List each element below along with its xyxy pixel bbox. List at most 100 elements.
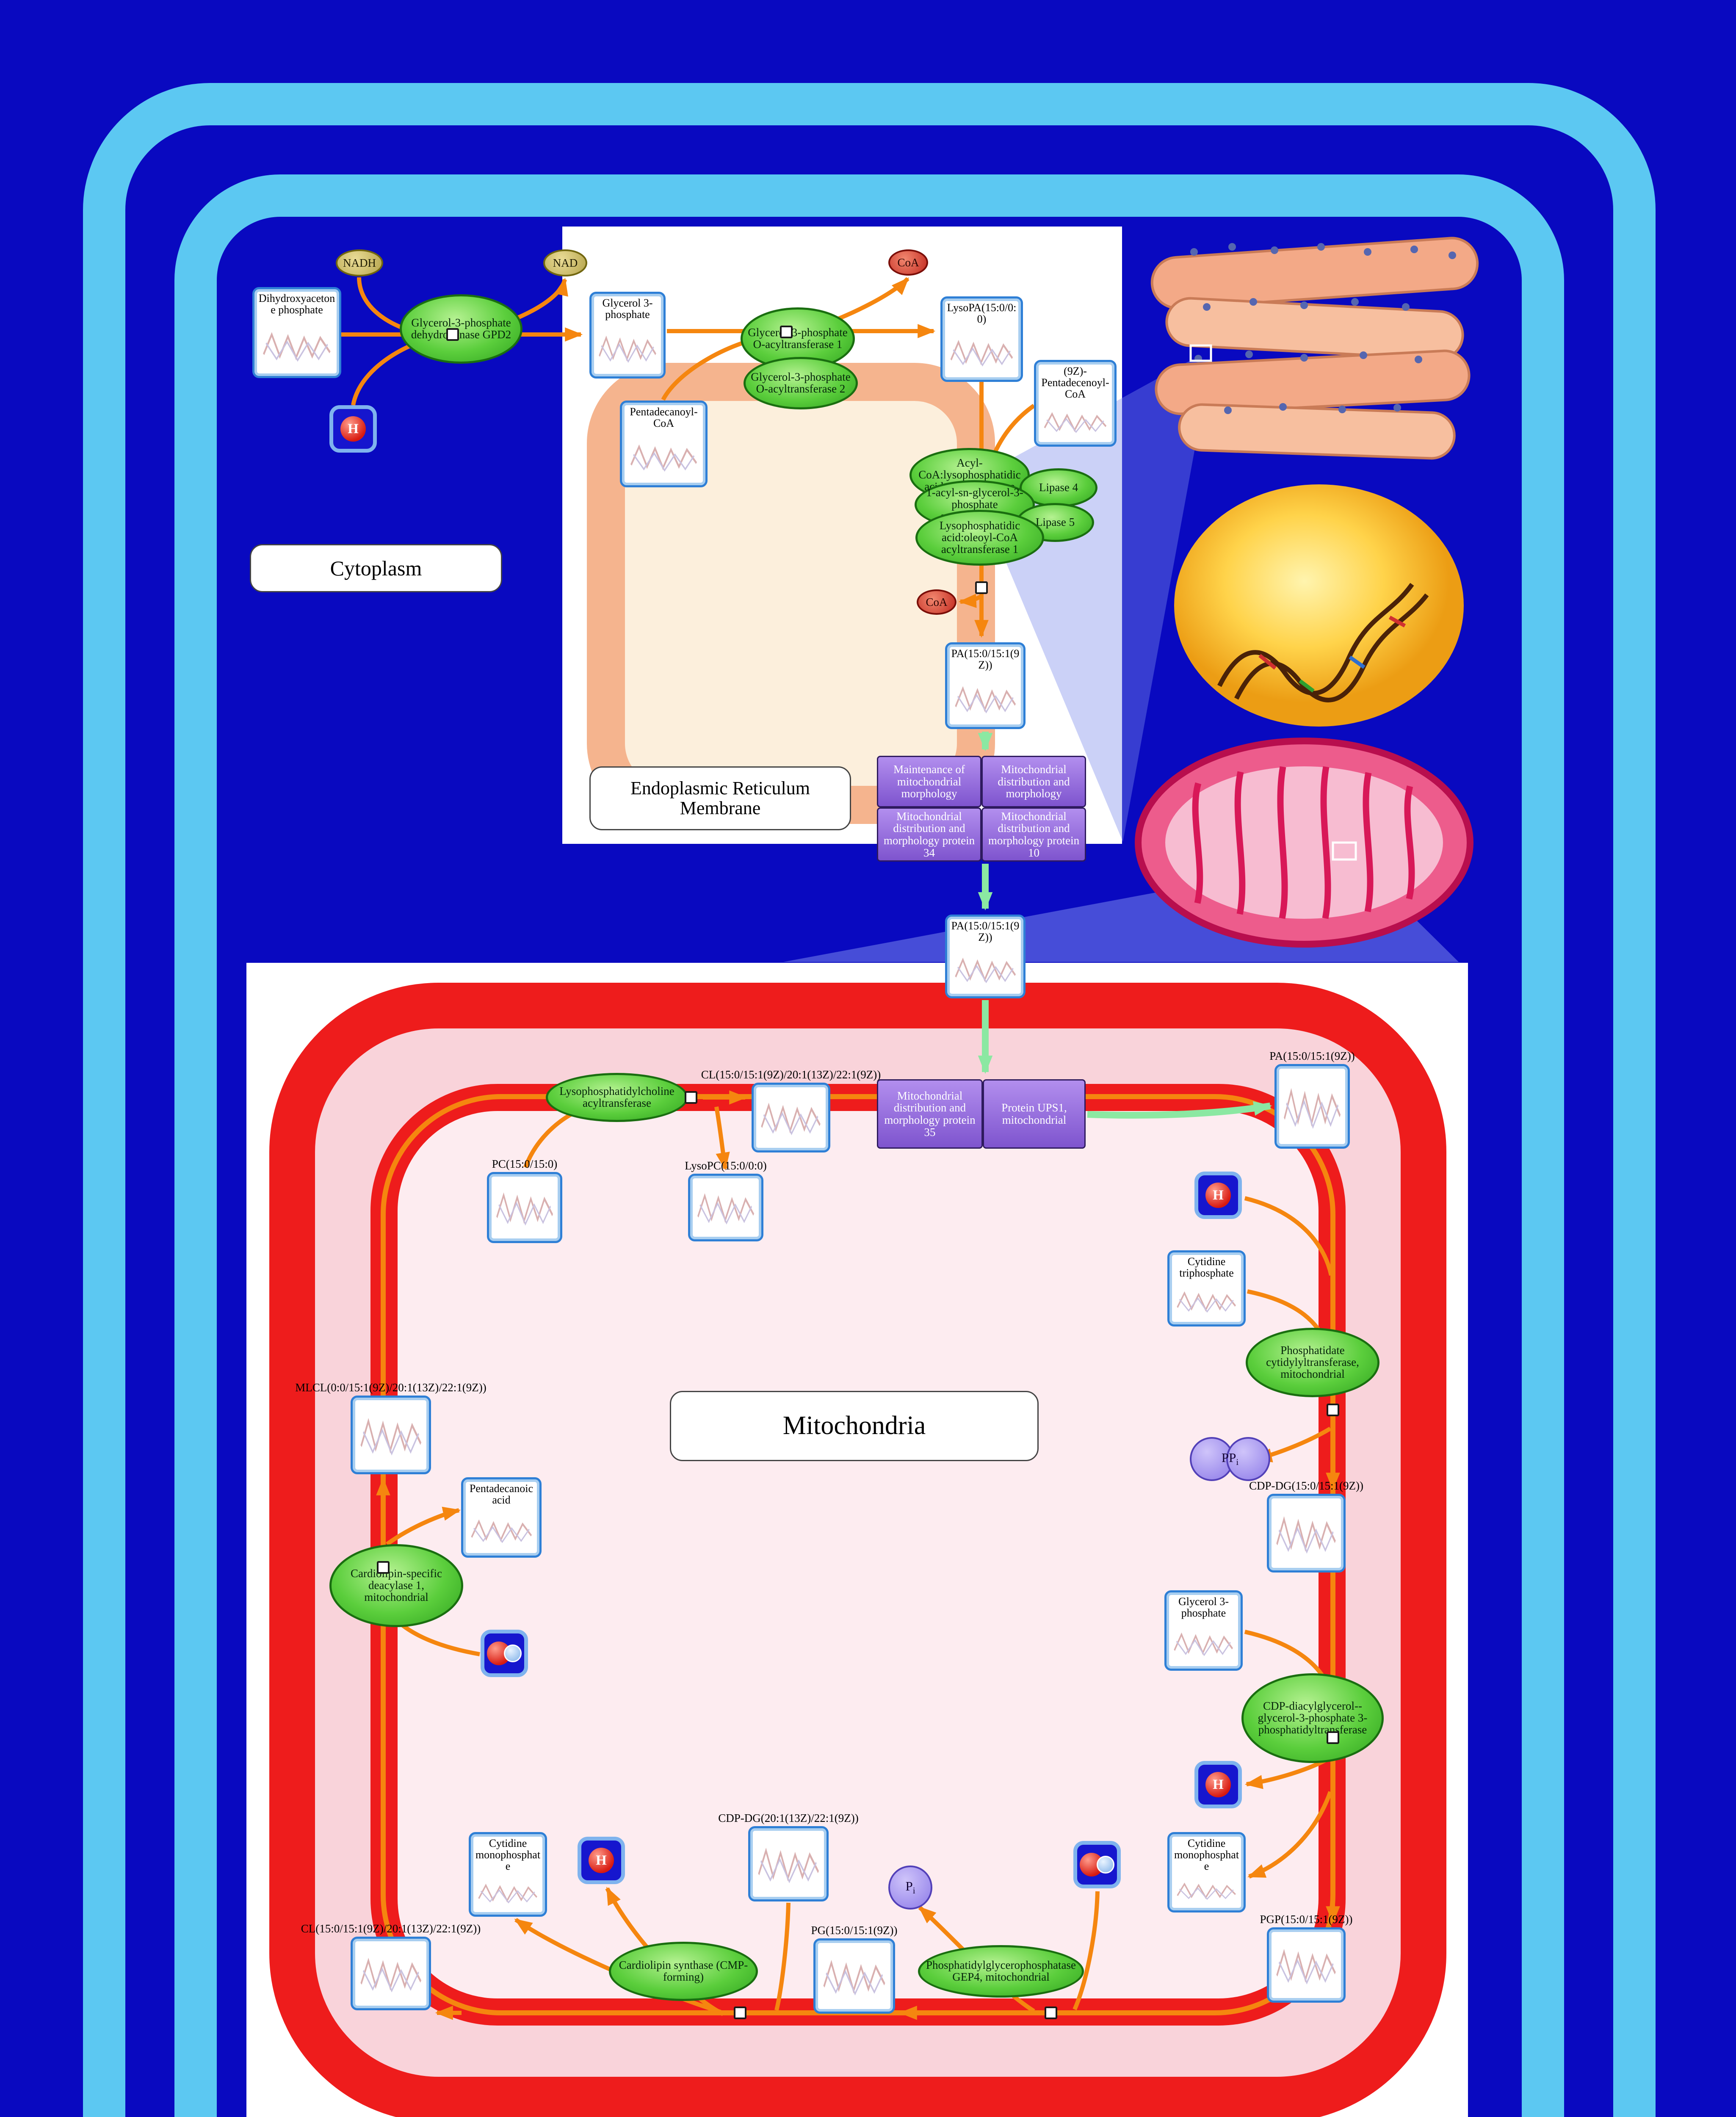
metabolite-pgp[interactable]: PGP(15:0/15:1(9Z)): [1260, 1913, 1353, 2003]
reaction-node[interactable]: [1327, 1731, 1339, 1744]
phosphate-sub: i: [1236, 1457, 1239, 1468]
reaction-node[interactable]: [685, 1091, 697, 1104]
molecule-structure: [360, 1957, 421, 1993]
complex-mdm35[interactable]: Mitochondrial distribution and morpholog…: [877, 1079, 983, 1149]
metabolite-lysopc[interactable]: LysoPC(15:0/0:0): [685, 1159, 767, 1241]
metabolite-cdp-dg-1[interactable]: CDP-DG(15:0/15:1(9Z)): [1249, 1479, 1363, 1573]
molecule-structure: [496, 1192, 553, 1226]
complex-mmm1[interactable]: Maintenance of mitochondrial morphology: [877, 756, 981, 807]
reaction-node[interactable]: [734, 2006, 746, 2019]
phosphate-circle: [888, 1866, 932, 1910]
cofactor-coa-2[interactable]: CoA: [917, 589, 956, 615]
phosphate-text: PP: [1221, 1450, 1236, 1465]
complex-ups1[interactable]: Protein UPS1, mitochondrial: [983, 1079, 1086, 1149]
metabolite-pentadecanoic-acid[interactable]: Pentadecanoic acid: [461, 1477, 542, 1558]
enzyme-gpat2[interactable]: Glycerol-3-phosphate O-acyltransferase 2: [744, 357, 858, 409]
reaction-node[interactable]: [377, 1561, 390, 1574]
enzyme-label-gep4: Phosphatidylglycerophosphatase GEP4, mit…: [926, 1959, 1076, 1983]
enzyme-tamm41[interactable]: Phosphatidate cytidylyltransferase, mito…: [1246, 1328, 1379, 1397]
metabolite-ctp[interactable]: Cytidine triphosphate: [1167, 1250, 1246, 1327]
metabolite-pa-er[interactable]: PA(15:0/15:1(9Z)): [945, 642, 1026, 729]
metabolite-cdp-dg-2[interactable]: CDP-DG(20:1(13Z)/22:1(9Z)): [718, 1812, 859, 1901]
metabolite-lysopa[interactable]: LysoPA(15:0/0:0): [940, 296, 1023, 382]
cell-membrane-outer: [83, 83, 1656, 2117]
cofactor-nad[interactable]: NAD: [543, 249, 587, 276]
cell-membrane-inner: [174, 174, 1564, 2117]
molecule-structure: [1177, 1882, 1236, 1900]
enzyme-cls[interactable]: Cardiolipin synthase (CMP-forming): [609, 1942, 758, 2001]
metabolite-cl-bottom[interactable]: CL(15:0/15:1(9Z)/20:1(13Z)/22:1(9Z)): [301, 1922, 481, 2010]
enzyme-cld1[interactable]: Cardiolipin-specific deacylase 1, mitoch…: [329, 1544, 463, 1627]
metabolite-g3p-cytosol[interactable]: Glycerol 3-phosphate: [589, 292, 666, 379]
enzyme-label-pgs1: CDP-diacylglycerol--glycerol-3-phosphate…: [1258, 1700, 1368, 1736]
metabolite-pa-matrix[interactable]: PA(15:0/15:1(9Z)): [1269, 1050, 1355, 1149]
proton-symbol: H: [348, 421, 359, 437]
phosphate-circle: [1226, 1437, 1270, 1481]
complex-mdm12[interactable]: Mitochondrial distribution and morpholog…: [981, 756, 1086, 807]
reaction-node[interactable]: [780, 326, 793, 338]
enzyme-label-gpd2: Glycerol-3-phosphate dehydrogenase GPD2: [411, 316, 511, 341]
enzyme-gep4[interactable]: Phosphatidylglycerophosphatase GEP4, mit…: [918, 1945, 1084, 1998]
enzyme-label-lpaat1: Lysophosphatidic acid:oleoyl-CoA acyltra…: [939, 519, 1020, 556]
reaction-node[interactable]: [446, 328, 459, 341]
metabolite-label-pg: PG(15:0/15:1(9Z)): [811, 1924, 898, 1937]
enzyme-label-lipase-5: Lipase 5: [1035, 516, 1075, 529]
cofactor-nadh[interactable]: NADH: [336, 249, 383, 276]
enzyme-label-cld1: Cardiolipin-specific deacylase 1, mitoch…: [351, 1567, 442, 1603]
metabolite-pa-ims[interactable]: PA(15:0/15:1(9Z)): [945, 915, 1026, 998]
metabolite-label-ctp: Cytidine triphosphate: [1179, 1255, 1234, 1280]
metabolite-label-cmp-right: Cytidine monophosphate: [1174, 1837, 1239, 1873]
complex-mdm34[interactable]: Mitochondrial distribution and morpholog…: [877, 807, 981, 862]
metabolite-label-cl-top: CL(15:0/15:1(9Z)/20:1(13Z)/22:1(9Z)): [701, 1068, 881, 1081]
complex-label-mmm1: Maintenance of mitochondrial morphology: [893, 763, 965, 800]
metabolite-label-pa-er: PA(15:0/15:1(9Z)): [951, 647, 1020, 672]
metabolite-cl-top[interactable]: CL(15:0/15:1(9Z)/20:1(13Z)/22:1(9Z)): [701, 1068, 881, 1152]
metabolite-pentadecanoyl-coa[interactable]: Pentadecanoyl-CoA: [620, 401, 708, 487]
metabolite-label-g3p-cytosol: Glycerol 3-phosphate: [602, 297, 653, 321]
molecule-structure: [955, 957, 1016, 984]
reaction-node[interactable]: [1045, 2006, 1057, 2019]
metabolite-g3p-mito[interactable]: Glycerol 3-phosphate: [1164, 1590, 1243, 1671]
complex-label-mdm10: Mitochondrial distribution and morpholog…: [988, 810, 1080, 859]
metabolite-mlcl[interactable]: MLCL(0:0/15:1(9Z)/20:1(13Z)/22:1(9Z)): [295, 1381, 487, 1474]
molecule-structure: [1276, 1948, 1336, 1985]
molecule-structure: [758, 1847, 819, 1884]
ion-h-matrix-bottom[interactable]: H: [578, 1837, 625, 1884]
complex-mdm10[interactable]: Mitochondrial distribution and morpholog…: [981, 807, 1086, 862]
cofactor-coa-1[interactable]: CoA: [888, 249, 928, 276]
molecule-structure: [1276, 1516, 1336, 1554]
proton-icon: H: [340, 416, 366, 442]
metabolite-label-pa-matrix: PA(15:0/15:1(9Z)): [1269, 1050, 1355, 1062]
ion-h-matrix-right[interactable]: H: [1194, 1761, 1242, 1808]
metabolite-cmp-left[interactable]: Cytidine monophosphate: [469, 1832, 547, 1917]
water-hydrogen-icon: [1097, 1856, 1114, 1874]
enzyme-gpd2[interactable]: Glycerol-3-phosphate dehydrogenase GPD2: [400, 294, 522, 364]
metabolite-pc[interactable]: PC(15:0/15:0): [487, 1158, 562, 1243]
reaction-node[interactable]: [1327, 1404, 1339, 1416]
enzyme-pgs1[interactable]: CDP-diacylglycerol--glycerol-3-phosphate…: [1241, 1673, 1384, 1763]
molecule-structure: [599, 335, 656, 363]
molecule-structure: [955, 686, 1016, 714]
phosphate-ppi[interactable]: PPi: [1190, 1436, 1270, 1482]
metabolite-label-pgp: PGP(15:0/15:1(9Z)): [1260, 1913, 1353, 1926]
metabolite-pg[interactable]: PG(15:0/15:1(9Z)): [811, 1924, 897, 2014]
ion-h2o-bottom[interactable]: [1073, 1841, 1121, 1888]
metabolite-label-cl-bottom: CL(15:0/15:1(9Z)/20:1(13Z)/22:1(9Z)): [301, 1922, 481, 1935]
enzyme-label-tamm41: Phosphatidate cytidylyltransferase, mito…: [1266, 1344, 1359, 1380]
metabolite-cmp-right[interactable]: Cytidine monophosphate: [1167, 1832, 1246, 1912]
reaction-node[interactable]: [975, 581, 988, 594]
molecule-structure: [1283, 1088, 1341, 1129]
metabolite-dhap[interactable]: Dihydroxyacetone phosphate: [252, 287, 341, 378]
metabolite-label-pa-ims: PA(15:0/15:1(9Z)): [951, 920, 1020, 944]
water-hydrogen-icon: [504, 1644, 522, 1662]
enzyme-lpcat[interactable]: Lysophosphatidylcholine acyltransferase: [546, 1073, 688, 1122]
molecule-structure: [1177, 1291, 1236, 1313]
phosphate-pi[interactable]: Pi: [887, 1864, 934, 1911]
metabolite-label-lysopa: LysoPA(15:0/0:0): [947, 301, 1017, 326]
ion-h-ims-top[interactable]: H: [1194, 1172, 1242, 1219]
metabolite-pentadecenoyl-coa[interactable]: (9Z)-Pentadecenoyl-CoA: [1034, 360, 1117, 447]
metabolite-label-pentadecanoyl-coa: Pentadecanoyl-CoA: [630, 406, 698, 430]
ion-h-cytosol[interactable]: H: [329, 405, 377, 453]
enzyme-lpaat1[interactable]: Lysophosphatidic acid:oleoyl-CoA acyltra…: [915, 510, 1044, 566]
ion-h2o-left[interactable]: [481, 1630, 528, 1677]
